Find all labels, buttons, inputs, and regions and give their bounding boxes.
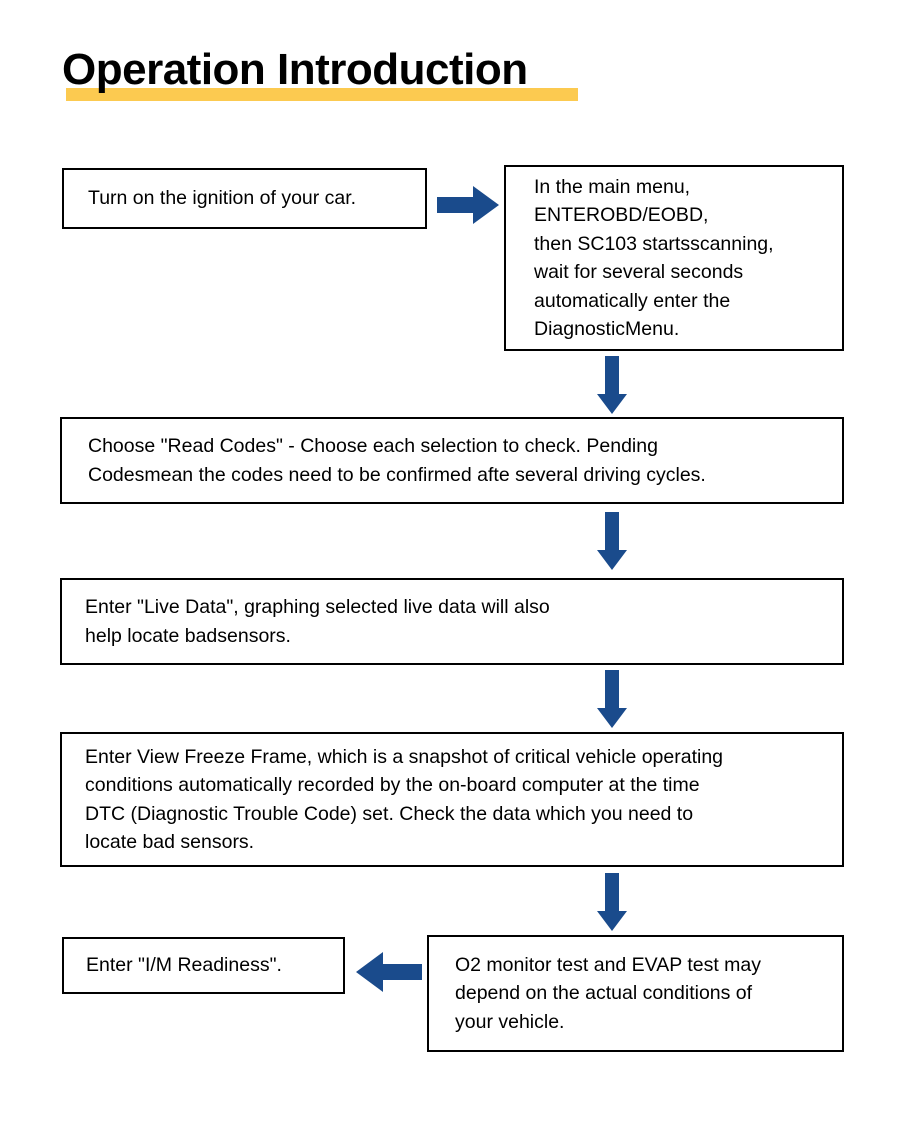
box-view-freeze-frame-text: Enter View Freeze Frame, which is a snap…: [85, 745, 724, 854]
box-o2-monitor-evap-test: O2 monitor test and EVAP test may depend…: [427, 935, 844, 1052]
page-title: Operation Introduction: [62, 45, 528, 94]
box-main-menu-enter-obd-text: In the main menu, ENTEROBD/EOBD, then SC…: [534, 175, 774, 341]
arrow-down-icon: [597, 873, 627, 931]
arrow-down-icon: [597, 356, 627, 414]
arrow-down-icon: [597, 670, 627, 728]
box-im-readiness: Enter "I/M Readiness".: [62, 937, 345, 994]
box-turn-on-ignition: Turn on the ignition of your car.: [62, 168, 427, 229]
page-title-area: Operation Introduction: [62, 44, 578, 104]
box-o2-monitor-evap-test-text: O2 monitor test and EVAP test may depend…: [455, 953, 762, 1033]
box-turn-on-ignition-text: Turn on the ignition of your car.: [88, 187, 357, 210]
box-live-data: Enter "Live Data", graphing selected liv…: [60, 578, 844, 665]
box-view-freeze-frame: Enter View Freeze Frame, which is a snap…: [60, 732, 844, 867]
box-main-menu-enter-obd: In the main menu, ENTEROBD/EOBD, then SC…: [504, 165, 844, 351]
box-im-readiness-text: Enter "I/M Readiness".: [86, 954, 282, 977]
box-read-codes: Choose "Read Codes" - Choose each select…: [60, 417, 844, 504]
box-live-data-text: Enter "Live Data", graphing selected liv…: [85, 596, 550, 647]
box-read-codes-text: Choose "Read Codes" - Choose each select…: [88, 435, 706, 486]
arrow-right-icon: [437, 186, 499, 224]
title-highlight-bar: [66, 88, 578, 101]
arrow-down-icon: [597, 512, 627, 570]
arrow-left-icon: [356, 952, 422, 992]
